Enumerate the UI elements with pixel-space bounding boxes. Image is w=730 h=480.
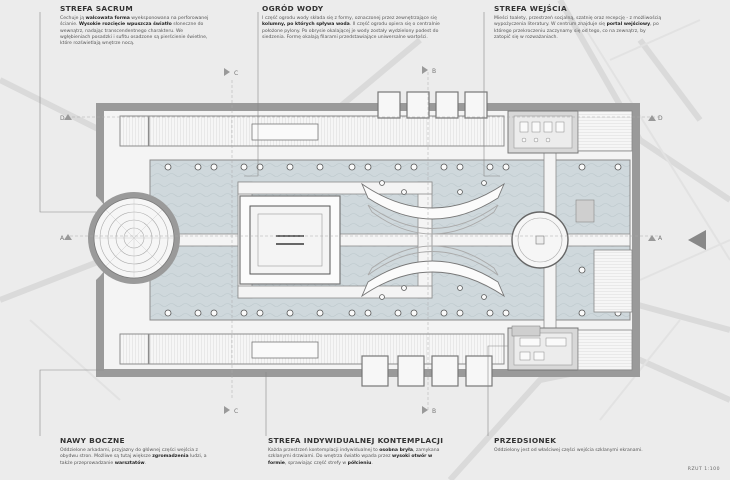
svg-text:A: A — [60, 235, 65, 242]
entrance-arrow-icon — [688, 230, 706, 250]
note-nawy-text: Oddzielone arkadami, przyjazny do główne… — [60, 448, 207, 466]
section-mark-b-bottom: B — [422, 406, 436, 415]
scale-label: RZUT 1:100 — [687, 467, 720, 472]
section-mark-c-top: C — [224, 68, 238, 77]
note-wejscie: STREFA WEJŚCIA Mieści toalety, przestrze… — [494, 4, 662, 41]
nave-bench-top — [251, 123, 319, 141]
note-nawy: NAWY BOCZNE Oddzielone arkadami, przyjaz… — [60, 436, 210, 467]
note-przedsionek: PRZEDSIONEK Oddzielony jest od właściwej… — [494, 436, 670, 454]
arc-benches — [360, 182, 506, 298]
svg-text:C: C — [234, 408, 238, 415]
svg-text:B: B — [432, 68, 436, 75]
note-przedsionek-text: Oddzielony jest od właściwej części wejś… — [494, 448, 643, 454]
note-wejscie-text: Mieści toalety, przestrzeń socjalną, sza… — [494, 16, 662, 40]
section-mark-c-bottom: C — [224, 406, 238, 415]
svg-text:D: D — [60, 115, 65, 122]
section-lines — [70, 72, 660, 410]
sacrum-rotunda — [88, 192, 180, 284]
note-sacrum-title: STREFA SACRUM — [60, 4, 134, 13]
leader-lines — [39, 12, 508, 436]
section-mark-b-top: B — [422, 66, 436, 75]
note-ogrod-text: I część ogrodu wody składa się z formy, … — [262, 16, 440, 40]
svg-text:B: B — [432, 408, 436, 415]
central-pool — [239, 195, 341, 285]
svg-text:A: A — [658, 235, 663, 242]
section-mark-a-left: A — [60, 234, 72, 242]
note-nawy-title: NAWY BOCZNE — [60, 436, 125, 445]
note-wejscie-title: STREFA WEJŚCIA — [494, 4, 567, 13]
note-sacrum-text: Cechuje ją walcowata forma wyeksponowana… — [60, 16, 209, 47]
contemplation-cells-top — [377, 91, 488, 119]
entrance-portal — [511, 211, 569, 269]
svg-text:C: C — [234, 70, 238, 77]
note-ogrod-title: OGRÓD WODY — [262, 4, 324, 13]
section-mark-d-left: D — [60, 114, 72, 122]
note-sacrum: STREFA SACRUM Cechuje ją walcowata forma… — [60, 4, 210, 47]
section-mark-d-right: D — [648, 115, 663, 122]
entrance-rooms — [507, 110, 633, 371]
note-kontemplacja: STREFA INDYWIDUALNEJ KONTEMPLACJI Każda … — [268, 436, 450, 467]
note-kontemplacja-title: STREFA INDYWIDUALNEJ KONTEMPLACJI — [268, 436, 444, 445]
nave-bench-bottom — [251, 341, 319, 359]
section-mark-a-right: A — [648, 235, 663, 242]
note-przedsionek-title: PRZEDSIONEK — [494, 436, 557, 445]
contemplation-cells-bottom — [361, 355, 493, 387]
note-kontemplacja-text: Każda przestrzeń kontemplacji indywidual… — [268, 448, 440, 466]
svg-text:D: D — [658, 115, 663, 122]
note-ogrod: OGRÓD WODY I część ogrodu wody składa si… — [262, 4, 444, 41]
